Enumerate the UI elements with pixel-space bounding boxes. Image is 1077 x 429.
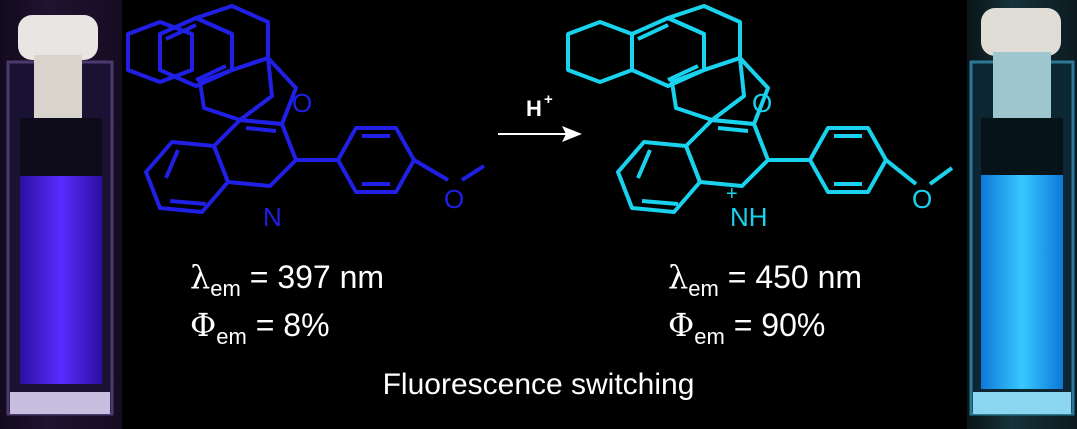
left-cap-top [18, 15, 98, 60]
left-meniscus [20, 118, 102, 180]
right-quantum-yield: Φem = 90% [668, 306, 825, 350]
right-vial-photo [967, 0, 1077, 429]
left-cuvette-base [10, 392, 110, 414]
right-oxygen-label: O [752, 88, 772, 118]
right-cap-top [981, 8, 1061, 56]
right-charge-label: + [726, 183, 738, 205]
right-phi-value: = 90% [724, 307, 826, 343]
left-phi-subscript: em [216, 324, 247, 349]
right-nh-label: NH [730, 202, 768, 232]
right-molecule-bonds [566, 4, 954, 214]
left-vial-photo [0, 0, 122, 429]
left-lambda-symbol: λ [190, 258, 211, 296]
reagent-charge: + [544, 91, 553, 108]
left-solution [20, 176, 102, 384]
right-meniscus [981, 118, 1063, 178]
left-oxygen-label: O [292, 88, 312, 118]
right-phi-subscript: em [694, 324, 725, 349]
right-cap-neck [993, 52, 1051, 118]
left-molecule-bonds [126, 4, 486, 214]
right-emission-wavelength: λem = 450 nm [668, 258, 862, 302]
right-vial-drawing [969, 8, 1075, 416]
left-methoxy-oxygen-label: O [444, 184, 464, 214]
left-phi-value: = 8% [246, 307, 330, 343]
left-phi-symbol: Φ [190, 306, 217, 344]
left-nitrogen-label: N [263, 202, 282, 232]
left-emission-wavelength: λem = 397 nm [190, 258, 384, 302]
left-cap-neck [34, 55, 82, 120]
arrowhead [562, 126, 582, 142]
right-solution [981, 175, 1063, 389]
right-lambda-value: = 450 nm [718, 259, 863, 295]
right-lambda-symbol: λ [668, 258, 689, 296]
right-cuvette-base [973, 392, 1071, 414]
left-quantum-yield: Φem = 8% [190, 306, 330, 350]
right-phi-symbol: Φ [668, 306, 695, 344]
left-lambda-value: = 397 nm [240, 259, 385, 295]
reagent-label: H [526, 96, 542, 121]
left-vial-drawing [6, 15, 114, 416]
right-lambda-subscript: em [688, 276, 719, 301]
figure-caption: Fluorescence switching [382, 368, 695, 401]
right-methoxy-oxygen-label: O [912, 184, 932, 214]
left-lambda-subscript: em [210, 276, 241, 301]
